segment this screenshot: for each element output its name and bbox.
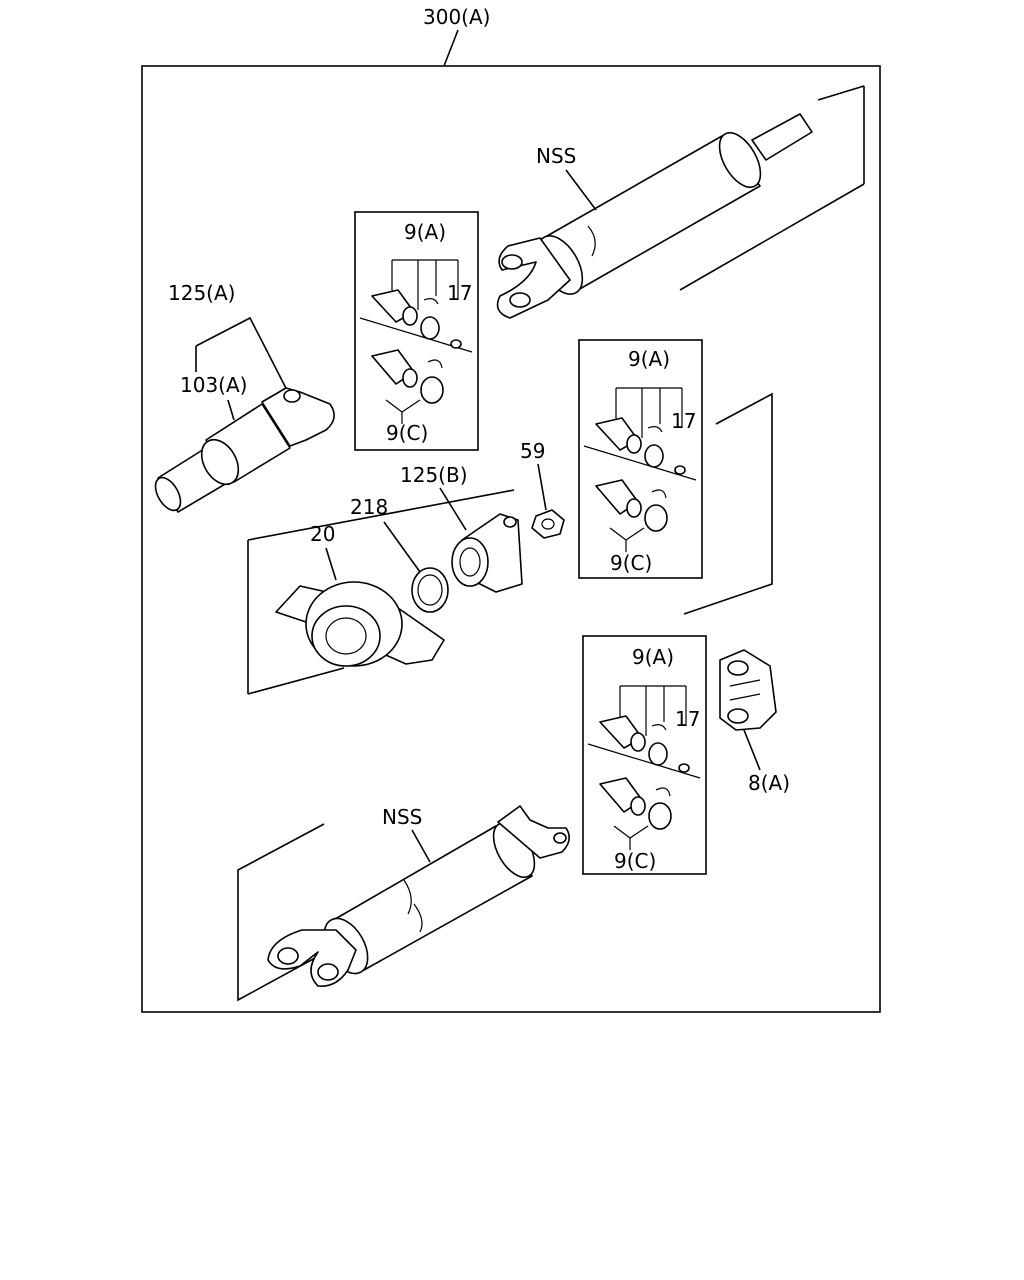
center-bearing-group [247,489,515,695]
leader-59 [537,463,547,511]
kit-box-1: 9(A) 17 9(C) [354,211,479,451]
kit1-label-17: 17 [447,281,472,305]
label-59: 59 [520,439,545,463]
leader-20 [325,547,337,581]
kit2-label-9a: 9(A) [628,347,670,371]
center-bearing [275,581,445,667]
assembly-title: 300(A) [423,5,490,29]
leader-nss-top [565,169,597,211]
kit1-label-9c: 9(C) [386,421,428,445]
flange-yoke-125b [451,513,523,593]
title-leader [443,29,459,67]
leader-218 [383,521,421,573]
kit2-label-17: 17 [671,409,696,433]
kit2-label-9c: 9(C) [610,551,652,575]
leader-8a [743,729,761,771]
label-125b: 125(B) [400,463,468,487]
kit3-label-9c: 9(C) [614,849,656,873]
label-103a: 103(A) [180,373,247,397]
kit1-label-9a: 9(A) [404,220,446,244]
kit-box-2: 9(A) 17 9(C) [578,339,703,579]
label-20: 20 [310,522,335,546]
label-nss-top: NSS [536,144,576,168]
flange-8a [719,649,777,731]
label-8a: 8(A) [748,771,790,795]
leader-nss-bottom [411,829,431,863]
kit3-label-9a: 9(A) [632,645,674,669]
front-propeller-shaft [496,85,865,319]
leader-125a [195,316,291,397]
slip-yoke [154,387,335,513]
group-bracket-right [683,392,773,615]
rear-propeller-shaft [237,805,570,1002]
label-218: 218 [350,495,388,519]
label-125a: 125(A) [168,281,235,305]
nut-59 [531,509,565,539]
leader-125b [439,487,467,531]
kit-box-3: 9(A) 17 9(C) [582,635,707,875]
leader-103a [227,399,235,421]
kit3-label-17: 17 [675,707,700,731]
label-nss-bottom: NSS [382,805,422,829]
washer-218 [411,567,449,613]
diagram-frame [141,65,881,1013]
